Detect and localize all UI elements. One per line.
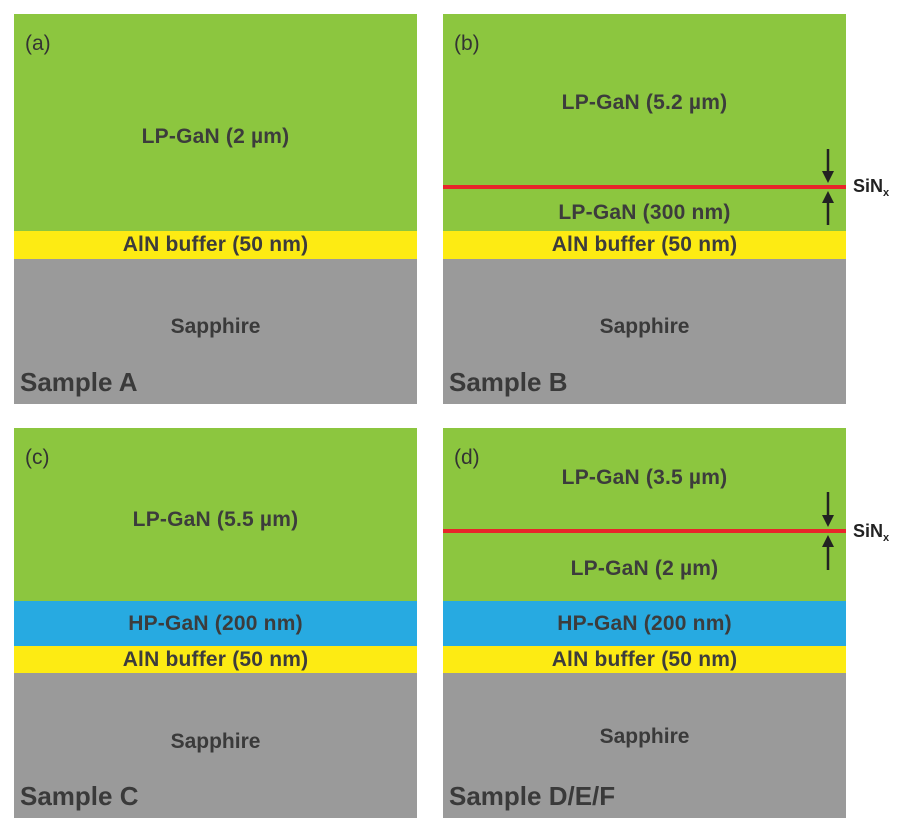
lp-gan-bottom-layer: LP-GaN (2 µm) bbox=[443, 530, 846, 601]
lp-gan-label: LP-GaN (2 µm) bbox=[141, 124, 290, 148]
sample-label: Sample B bbox=[449, 367, 568, 397]
lp-gan-label: LP-GaN (5.5 µm) bbox=[132, 507, 299, 531]
sinx-name: SiN bbox=[853, 176, 884, 196]
aln-buffer-label: AlN buffer (50 nm) bbox=[122, 647, 309, 671]
sample-label: Sample D/E/F bbox=[449, 781, 616, 811]
aln-buffer-layer: AlN buffer (50 nm) bbox=[14, 231, 417, 259]
hp-gan-label: HP-GaN (200 nm) bbox=[557, 611, 732, 635]
sapphire-layer bbox=[14, 673, 417, 818]
sapphire-label: Sapphire bbox=[170, 315, 261, 338]
aln-buffer-label: AlN buffer (50 nm) bbox=[551, 233, 738, 256]
aln-buffer-layer: AlN buffer (50 nm) bbox=[443, 231, 846, 259]
thickness-arrows-icon bbox=[822, 492, 834, 570]
sinx-subscript: x bbox=[883, 187, 890, 199]
lp-gan-bottom-layer: LP-GaN (300 nm) bbox=[443, 187, 846, 231]
lp-gan-top-label: LP-GaN (3.5 µm) bbox=[561, 466, 728, 489]
panel-c: LP-GaN (5.5 µm) HP-GaN (200 nm) AlN buff… bbox=[14, 428, 417, 818]
sapphire-label: Sapphire bbox=[170, 730, 261, 753]
lp-gan-top-layer: LP-GaN (3.5 µm) bbox=[443, 428, 846, 530]
panel-b: LP-GaN (5.2 µm) LP-GaN (300 nm) AlN buff… bbox=[443, 14, 889, 404]
lp-gan-layer: LP-GaN (2 µm) bbox=[14, 14, 417, 231]
sinx-interlayer-line bbox=[443, 185, 846, 189]
aln-buffer-label: AlN buffer (50 nm) bbox=[122, 233, 309, 256]
panel-a: LP-GaN (2 µm) AlN buffer (50 nm) Sapphir… bbox=[14, 14, 417, 404]
panel-label: (c) bbox=[25, 446, 50, 469]
sinx-name: SiN bbox=[853, 521, 884, 541]
lp-gan-bottom-label: LP-GaN (300 nm) bbox=[558, 201, 731, 224]
sapphire-layer bbox=[443, 673, 846, 818]
hp-gan-label: HP-GaN (200 nm) bbox=[128, 611, 303, 635]
sapphire-label: Sapphire bbox=[599, 315, 690, 338]
sinx-subscript: x bbox=[883, 532, 890, 544]
sample-label: Sample A bbox=[20, 367, 138, 397]
lp-gan-top-layer: LP-GaN (5.2 µm) bbox=[443, 14, 846, 187]
sapphire-layer bbox=[443, 259, 846, 404]
sinx-label: SiNx bbox=[853, 176, 890, 199]
panel-label: (a) bbox=[25, 32, 51, 55]
lp-gan-top-label: LP-GaN (5.2 µm) bbox=[561, 90, 728, 114]
thickness-arrows-icon bbox=[822, 149, 834, 225]
panel-d: LP-GaN (3.5 µm) LP-GaN (2 µm) HP-GaN (20… bbox=[443, 428, 889, 818]
lp-gan-layer: LP-GaN (5.5 µm) bbox=[14, 428, 417, 601]
sapphire-label: Sapphire bbox=[599, 725, 690, 748]
aln-buffer-label: AlN buffer (50 nm) bbox=[551, 647, 738, 671]
aln-buffer-layer: AlN buffer (50 nm) bbox=[443, 646, 846, 673]
lp-gan-bottom-label: LP-GaN (2 µm) bbox=[570, 556, 719, 580]
sinx-interlayer-line bbox=[443, 529, 846, 533]
sapphire-layer bbox=[14, 259, 417, 404]
hp-gan-layer: HP-GaN (200 nm) bbox=[443, 601, 846, 646]
panel-label: (b) bbox=[454, 32, 480, 55]
sample-label: Sample C bbox=[20, 781, 139, 811]
sinx-label: SiNx bbox=[853, 521, 890, 544]
panel-label: (d) bbox=[454, 446, 480, 469]
aln-buffer-layer: AlN buffer (50 nm) bbox=[14, 646, 417, 673]
hp-gan-layer: HP-GaN (200 nm) bbox=[14, 601, 417, 646]
